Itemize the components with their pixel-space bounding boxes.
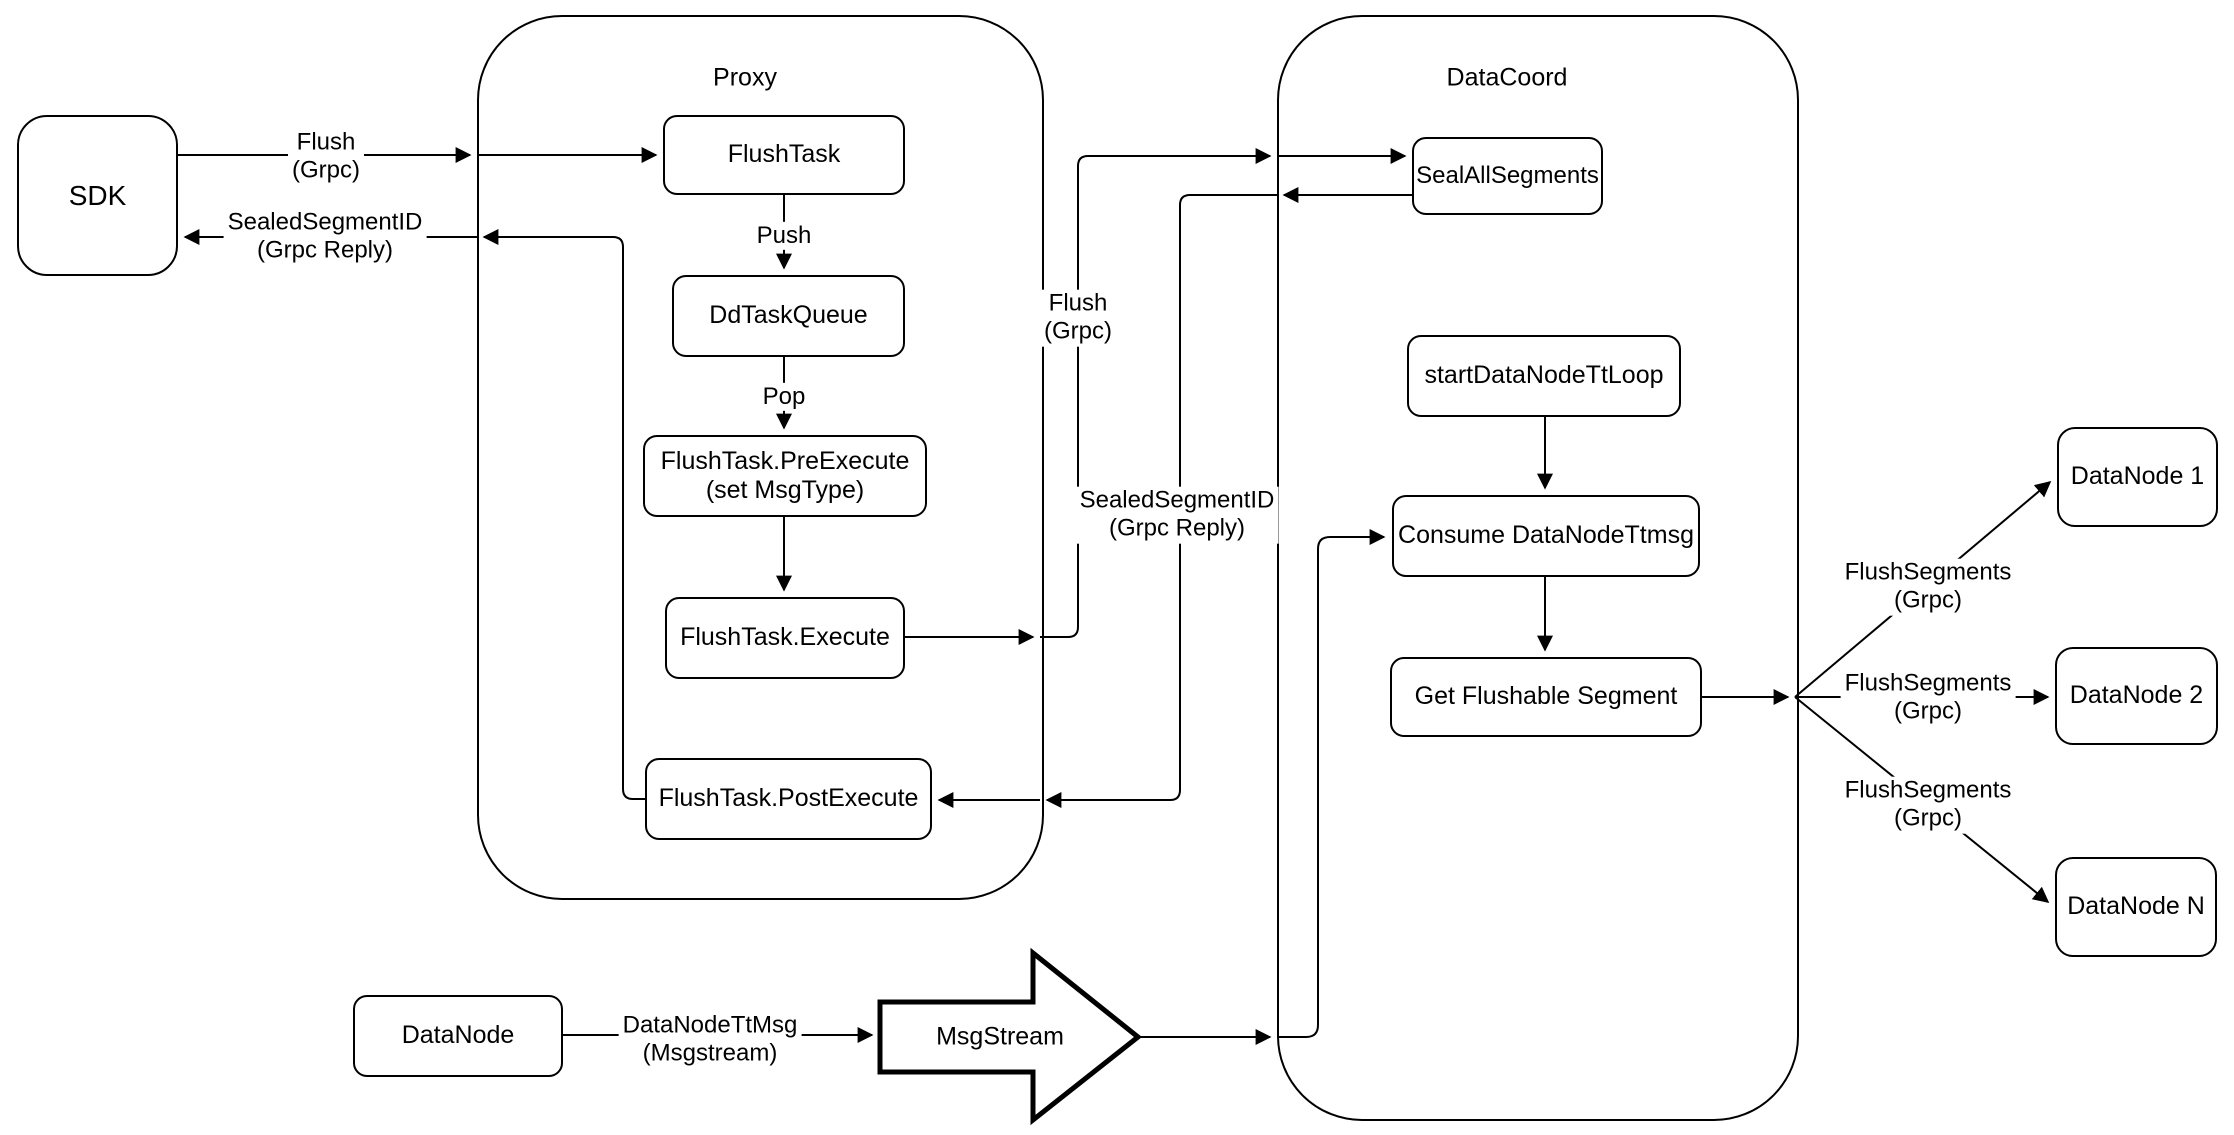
- node-start-datanode-tt-loop: startDataNodeTtLoop: [1407, 335, 1681, 417]
- node-start-datanode-tt-loop-label: startDataNodeTtLoop: [1424, 361, 1664, 390]
- edge-proxy-to-datacoord-flush: [1040, 148, 1272, 638]
- node-flush-task: FlushTask: [663, 115, 905, 195]
- node-dd-task-queue: DdTaskQueue: [672, 275, 905, 357]
- edge-label-flush-grpc-mid-line2: (Grpc): [1044, 318, 1112, 345]
- edge-label-flush-segments-1-line1: FlushSegments: [1844, 558, 2012, 586]
- edge-label-flush-grpc-mid: Flush (Grpc): [1040, 289, 1116, 347]
- edge-label-flush-segments-3-line2: (Grpc): [1894, 805, 1962, 832]
- edge-label-flush-grpc-sdk-line2: (Grpc): [292, 157, 360, 184]
- edge-label-flush-grpc-sdk-line1: Flush: [296, 128, 356, 156]
- node-datanode-2-label: DataNode 2: [2069, 681, 2204, 710]
- edge-label-sealed-segment-id-sdk-line2: (Grpc Reply): [256, 237, 394, 264]
- node-sdk: SDK: [17, 115, 178, 276]
- edge-label-sealed-segment-id-sdk-line1: SealedSegmentID: [227, 208, 423, 236]
- edge-postexecute-to-proxy-edge: [482, 229, 645, 800]
- edge-label-flush-segments-2-line1: FlushSegments: [1844, 669, 2012, 697]
- node-pre-execute: FlushTask.PreExecute (set MsgType): [643, 435, 927, 517]
- node-consume-datanode-ttmsg-label: Consume DataNodeTtmsg: [1398, 521, 1694, 550]
- edge-datacoord-to-consume: [1277, 529, 1386, 1038]
- node-datanode-2: DataNode 2: [2055, 647, 2218, 745]
- edge-label-flush-segments-1: FlushSegments (Grpc): [1840, 558, 2016, 616]
- edge-label-pop: Pop: [758, 382, 810, 412]
- edge-label-sealed-segment-id-mid-line1: SealedSegmentID: [1079, 486, 1275, 514]
- node-datanode-bottom-label: DataNode: [401, 1021, 515, 1050]
- node-datanode-1-label: DataNode 1: [2070, 462, 2205, 491]
- edge-label-sealed-segment-id-sdk: SealedSegmentID (Grpc Reply): [223, 208, 427, 266]
- node-datanode-1: DataNode 1: [2057, 427, 2218, 527]
- proxy-container-title: Proxy: [713, 63, 777, 92]
- node-get-flushable-segment: Get Flushable Segment: [1390, 657, 1702, 737]
- node-execute-label: FlushTask.Execute: [680, 623, 890, 652]
- edge-label-flush-segments-3: FlushSegments (Grpc): [1840, 776, 2016, 834]
- proxy-container: [477, 15, 1044, 900]
- node-seal-all-segments: SealAllSegments: [1412, 137, 1603, 215]
- edge-label-sealed-segment-id-mid-line2: (Grpc Reply): [1108, 515, 1246, 542]
- edge-label-flush-grpc-sdk: Flush (Grpc): [288, 128, 364, 186]
- node-flush-task-label: FlushTask: [727, 140, 841, 169]
- edge-label-flush-segments-3-line1: FlushSegments: [1844, 776, 2012, 804]
- node-datanode-n-label: DataNode N: [2067, 892, 2205, 921]
- msgstream-arrow-shape: [877, 947, 1143, 1126]
- node-pre-execute-label-line2: (set MsgType): [705, 476, 865, 504]
- edge-label-push: Push: [752, 221, 816, 251]
- edge-label-flush-grpc-mid-line1: Flush: [1048, 289, 1108, 317]
- node-pre-execute-label-line1: FlushTask.PreExecute: [660, 446, 910, 475]
- edge-label-datanode-tt-msg-line1: DataNodeTtMsg: [622, 1011, 798, 1039]
- node-consume-datanode-ttmsg: Consume DataNodeTtmsg: [1392, 495, 1700, 577]
- node-post-execute: FlushTask.PostExecute: [645, 758, 932, 840]
- msgstream-label: MsgStream: [936, 1022, 1064, 1051]
- node-dd-task-queue-label: DdTaskQueue: [709, 301, 868, 330]
- node-get-flushable-segment-label: Get Flushable Segment: [1414, 682, 1678, 711]
- node-datanode-bottom: DataNode: [353, 995, 563, 1077]
- node-sdk-label: SDK: [68, 179, 127, 211]
- node-seal-all-segments-label: SealAllSegments: [1416, 161, 1599, 189]
- edge-label-flush-segments-1-line2: (Grpc): [1894, 587, 1962, 614]
- datacoord-container: [1277, 15, 1799, 1121]
- node-post-execute-label: FlushTask.PostExecute: [658, 784, 919, 813]
- node-datanode-n: DataNode N: [2055, 857, 2217, 957]
- node-execute: FlushTask.Execute: [665, 597, 905, 679]
- edge-label-flush-segments-2-line2: (Grpc): [1894, 698, 1962, 725]
- edge-label-flush-segments-2: FlushSegments (Grpc): [1840, 669, 2016, 727]
- edge-label-datanode-tt-msg-line2: (Msgstream): [642, 1040, 778, 1067]
- datacoord-container-title: DataCoord: [1446, 63, 1568, 92]
- edge-label-datanode-tt-msg: DataNodeTtMsg (Msgstream): [618, 1011, 802, 1069]
- edge-label-sealed-segment-id-mid: SealedSegmentID (Grpc Reply): [1075, 486, 1279, 544]
